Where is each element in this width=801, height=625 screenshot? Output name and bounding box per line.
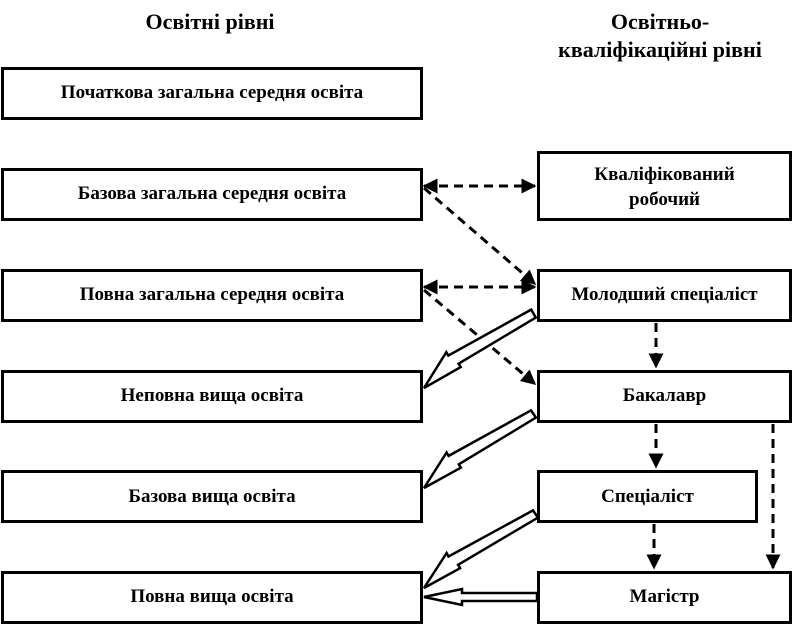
box-complete-higher: Повна вища освіта bbox=[1, 571, 423, 624]
heading-qualification-line1: Освітньо- bbox=[610, 9, 710, 34]
dashed-arrow-complete-to-bachelor bbox=[423, 288, 537, 386]
hollow-arrow-master-to-complete-higher bbox=[423, 587, 539, 607]
heading-qualification-levels: Освітньо- кваліфікаційні рівні bbox=[520, 8, 800, 64]
hollow-arrow-junior-to-incomplete-higher bbox=[422, 307, 538, 390]
heading-educational-levels: Освітні рівні bbox=[145, 9, 275, 34]
hollow-arrow-bachelor-to-basic-higher bbox=[422, 408, 538, 490]
box-skilled-worker: Кваліфікований робочий bbox=[537, 151, 792, 221]
box-junior-specialist: Молодший спеціаліст bbox=[537, 269, 792, 322]
box-primary-general-secondary: Початкова загальна середня освіта bbox=[1, 67, 423, 120]
box-incomplete-higher: Неповна вища освіта bbox=[1, 370, 423, 423]
box-basic-general-secondary: Базова загальна середня освіта bbox=[1, 168, 423, 221]
box-complete-general-secondary: Повна загальна середня освіта bbox=[1, 269, 423, 322]
dashed-arrow-basic-to-junior bbox=[423, 186, 537, 286]
heading-qualification-line2: кваліфікаційні рівні bbox=[558, 37, 762, 62]
box-basic-higher: Базова вища освіта bbox=[1, 470, 423, 523]
skilled-worker-line2: робочий bbox=[629, 189, 700, 210]
box-specialist: Спеціаліст bbox=[537, 470, 758, 523]
hollow-arrow-specialist-to-complete-higher bbox=[422, 508, 540, 590]
box-bachelor: Бакалавр bbox=[537, 370, 792, 423]
box-master: Магістр bbox=[537, 571, 792, 624]
skilled-worker-line1: Кваліфікований bbox=[594, 164, 735, 185]
